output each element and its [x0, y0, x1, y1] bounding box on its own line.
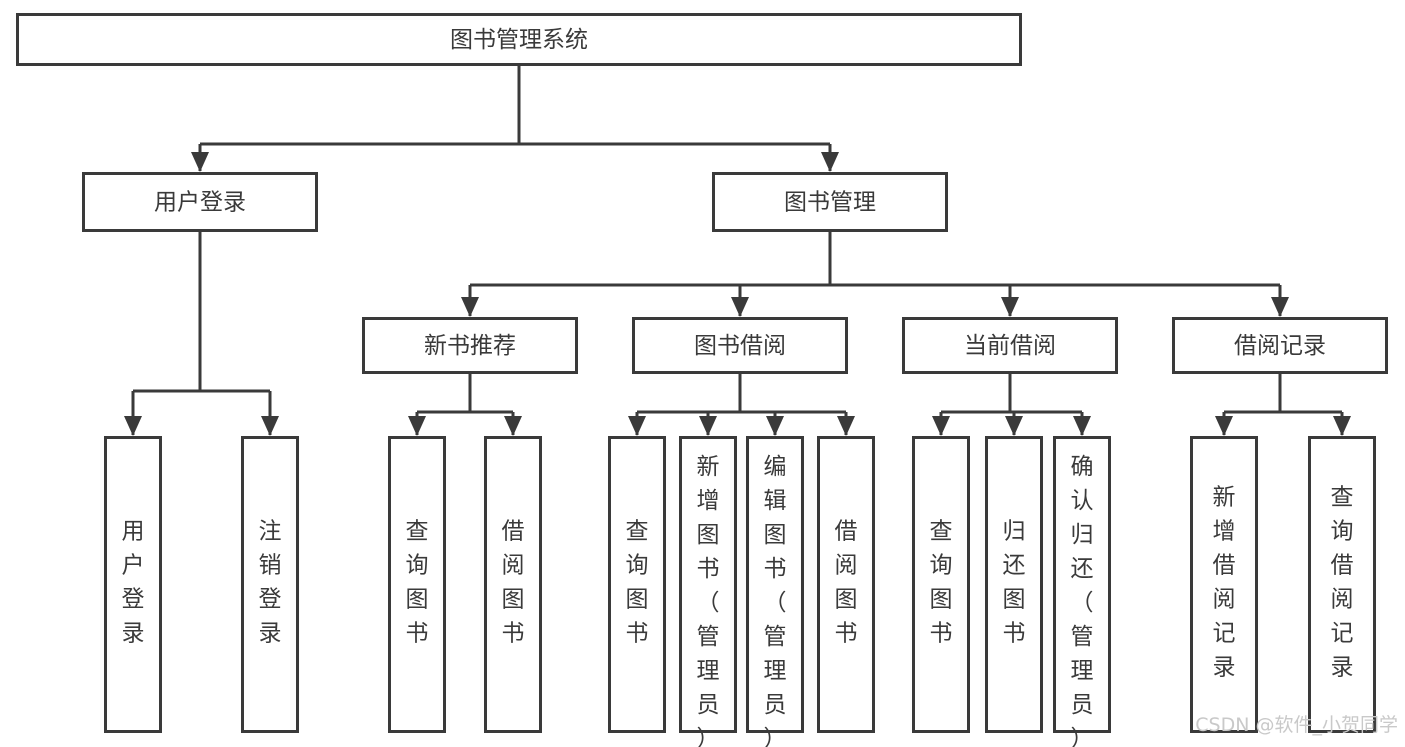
node-box-leaf-add-record — [1190, 436, 1258, 733]
node-label-leaf-confirm-return: 确认归还（管理员） — [1071, 454, 1094, 747]
node-label-leaf-borrow-book: 借阅图书 — [835, 519, 858, 647]
node-label-leaf-edit-book: 编辑图书（管理员） — [764, 454, 787, 747]
arrow-head-leaf-add-book — [699, 416, 717, 436]
node-leaf-query-book-rec[interactable]: 查询图书 — [388, 436, 446, 733]
node-box-leaf-borrow-book — [817, 436, 875, 733]
arrow-head-leaf-query-book-borrow — [628, 416, 646, 436]
node-box-leaf-query-book-rec — [388, 436, 446, 733]
node-leaf-borrow-book-rec[interactable]: 借阅图书 — [484, 436, 542, 733]
node-box-leaf-edit-book — [746, 436, 804, 733]
node-label-leaf-return-book: 归还图书 — [1003, 519, 1026, 647]
node-leaf-user-login[interactable]: 用户登录 — [104, 436, 162, 733]
arrow-head-borrow-record — [1271, 297, 1289, 317]
csdn-watermark: CSDN @软件_小贺同学 — [1195, 714, 1398, 736]
node-label-leaf-query-book-current: 查询图书 — [930, 519, 953, 647]
node-label-current-borrow: 当前借阅 — [964, 333, 1056, 359]
node-box-user-login — [82, 172, 318, 232]
node-label-book-borrow: 图书借阅 — [694, 333, 786, 359]
node-root[interactable]: 图书管理系统 — [16, 13, 1022, 66]
node-leaf-add-record[interactable]: 新增借阅记录 — [1190, 436, 1258, 733]
node-leaf-query-book-current[interactable]: 查询图书 — [912, 436, 970, 733]
arrow-head-leaf-query-book-current — [932, 416, 950, 436]
node-leaf-add-book[interactable]: 新增图书（管理员） — [679, 436, 737, 747]
node-label-leaf-query-book-rec: 查询图书 — [406, 519, 429, 647]
node-box-new-book-recommend — [362, 317, 578, 374]
arrow-head-leaf-borrow-book — [837, 416, 855, 436]
node-label-leaf-query-record: 查询借阅记录 — [1331, 485, 1354, 681]
node-box-leaf-query-book-borrow — [608, 436, 666, 733]
arrow-head-leaf-logout — [261, 416, 279, 436]
node-label-leaf-borrow-book-rec: 借阅图书 — [502, 519, 525, 647]
node-leaf-return-book[interactable]: 归还图书 — [985, 436, 1043, 733]
node-layer: 图书管理系统用户登录图书管理新书推荐图书借阅当前借阅借阅记录用户登录注销登录查询… — [16, 13, 1388, 747]
arrow-head-current-borrow — [1001, 297, 1019, 317]
node-box-leaf-user-login — [104, 436, 162, 733]
arrow-head-leaf-confirm-return — [1073, 416, 1091, 436]
node-label-leaf-user-login: 用户登录 — [122, 519, 145, 647]
node-label-root: 图书管理系统 — [450, 27, 588, 53]
node-leaf-query-book-borrow[interactable]: 查询图书 — [608, 436, 666, 733]
node-label-user-login: 用户登录 — [154, 190, 246, 216]
arrow-head-book-borrow — [731, 297, 749, 317]
node-new-book-recommend[interactable]: 新书推荐 — [362, 317, 578, 374]
node-book-borrow[interactable]: 图书借阅 — [632, 317, 848, 374]
node-leaf-borrow-book[interactable]: 借阅图书 — [817, 436, 875, 733]
arrow-head-leaf-edit-book — [766, 416, 784, 436]
node-leaf-query-record[interactable]: 查询借阅记录 — [1308, 436, 1376, 733]
node-box-leaf-borrow-book-rec — [484, 436, 542, 733]
node-box-leaf-return-book — [985, 436, 1043, 733]
arrow-head-book-management — [821, 152, 839, 172]
arrow-head-leaf-query-book-rec — [408, 416, 426, 436]
node-box-leaf-confirm-return — [1053, 436, 1111, 733]
arrow-head-leaf-borrow-book-rec — [504, 416, 522, 436]
node-label-leaf-add-book: 新增图书（管理员） — [697, 454, 720, 747]
connector-layer — [124, 66, 1351, 436]
node-box-current-borrow — [902, 317, 1118, 374]
arrow-head-new-book-recommend — [461, 297, 479, 317]
node-borrow-record[interactable]: 借阅记录 — [1172, 317, 1388, 374]
node-book-management[interactable]: 图书管理 — [712, 172, 948, 232]
node-label-leaf-query-book-borrow: 查询图书 — [626, 519, 649, 647]
node-label-borrow-record: 借阅记录 — [1234, 333, 1326, 359]
node-user-login[interactable]: 用户登录 — [82, 172, 318, 232]
node-label-new-book-recommend: 新书推荐 — [424, 333, 516, 359]
node-leaf-edit-book[interactable]: 编辑图书（管理员） — [746, 436, 804, 747]
node-box-root — [16, 13, 1022, 66]
arrow-head-leaf-add-record — [1215, 416, 1233, 436]
arrow-head-leaf-user-login — [124, 416, 142, 436]
node-current-borrow[interactable]: 当前借阅 — [902, 317, 1118, 374]
node-box-leaf-logout — [241, 436, 299, 733]
node-box-borrow-record — [1172, 317, 1388, 374]
node-label-leaf-add-record: 新增借阅记录 — [1213, 485, 1236, 681]
node-box-leaf-add-book — [679, 436, 737, 733]
arrow-head-leaf-query-record — [1333, 416, 1351, 436]
node-box-book-borrow — [632, 317, 848, 374]
node-box-book-management — [712, 172, 948, 232]
node-box-leaf-query-record — [1308, 436, 1376, 733]
node-box-leaf-query-book-current — [912, 436, 970, 733]
node-label-leaf-logout: 注销登录 — [259, 519, 282, 647]
node-label-book-management: 图书管理 — [784, 190, 876, 216]
node-leaf-confirm-return[interactable]: 确认归还（管理员） — [1053, 436, 1111, 747]
node-leaf-logout[interactable]: 注销登录 — [241, 436, 299, 733]
arrow-head-user-login — [191, 152, 209, 172]
arrow-head-leaf-return-book — [1005, 416, 1023, 436]
